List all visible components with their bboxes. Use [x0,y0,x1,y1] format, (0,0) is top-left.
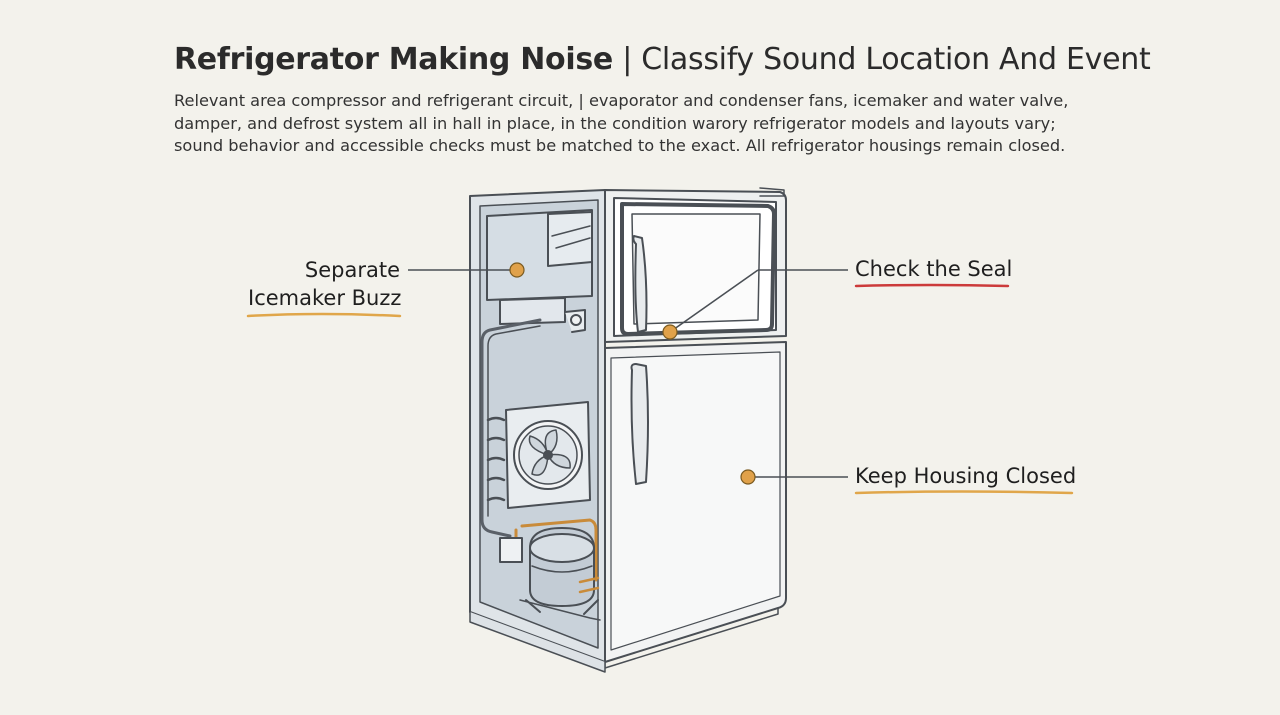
title-main: Refrigerator Making Noise [174,42,613,77]
title-subtitle: Classify Sound Location And Event [641,42,1151,77]
callout-icemaker-line1: Separate [304,258,400,282]
description-line-3: sound behavior and accessible checks mus… [174,136,1066,155]
condenser-fan [486,401,591,509]
water-line [480,318,542,538]
icemaker-marker [509,262,525,278]
freezer-door [604,187,787,343]
seal-underline [854,283,1010,288]
housing-underline [854,490,1074,495]
callout-seal: Check the Seal [855,257,1013,281]
description-line-1: Relevant area compressor and refrigerant… [174,91,1069,110]
seal-marker [662,324,678,340]
callout-connectors [408,269,848,478]
fridge-handle [630,363,649,485]
icemaker-underline [246,312,402,318]
page-title: Refrigerator Making Noise | Classify Sou… [174,40,1151,80]
callout-icemaker-line2: Icemaker Buzz [248,286,402,310]
title-separator: | [612,42,642,77]
icemaker-unit [486,209,593,333]
description-line-2: damper, and defrost system all in hall i… [174,113,1056,133]
callout-icemaker: Separate Icemaker Buzz [248,256,402,312]
housing-marker [740,469,756,485]
freezer-handle [632,235,648,333]
compressor [499,527,601,621]
fresh-food-door [604,341,787,669]
callout-housing: Keep Housing Closed [855,464,1077,488]
description: Relevant area compressor and refrigerant… [174,90,1174,158]
